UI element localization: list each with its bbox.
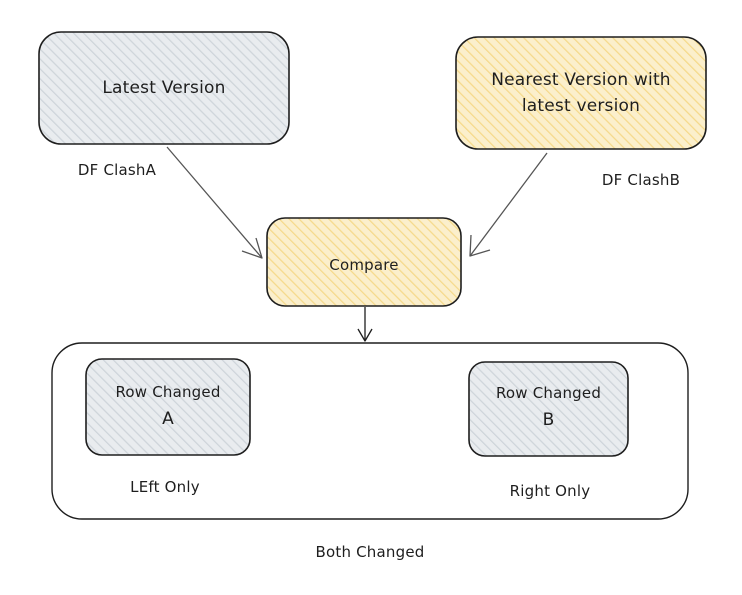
compare-label: Compare xyxy=(329,256,399,274)
both-changed-label: Both Changed xyxy=(315,543,425,561)
arrow-nearest-to-compare xyxy=(469,152,548,257)
nearest-version-label-line1: Nearest Version with xyxy=(491,70,671,90)
row-changed-a-label-line2: A xyxy=(162,409,174,429)
row-changed-a-label-line1: Row Changed xyxy=(115,383,221,401)
row-changed-b-node xyxy=(468,361,629,457)
arrow-latest-to-compare xyxy=(166,146,263,259)
left-only-label: LEft Only xyxy=(130,478,200,496)
latest-version-label: Latest Version xyxy=(102,78,226,98)
latest-version-node xyxy=(38,31,290,145)
row-changed-b-label-line1: Row Changed xyxy=(495,384,602,402)
nearest-version-label-line2: latest version xyxy=(521,96,641,116)
df-clash-a-label: DF ClashA xyxy=(77,161,157,179)
row-changed-b-label-line2: B xyxy=(542,410,555,430)
row-changed-a-node xyxy=(85,358,251,456)
right-only-label: Right Only xyxy=(509,482,591,500)
nearest-version-node xyxy=(455,36,707,150)
arrow-compare-to-results xyxy=(357,307,373,342)
df-clash-b-label: DF ClashB xyxy=(601,171,681,189)
compare-node xyxy=(266,217,462,307)
